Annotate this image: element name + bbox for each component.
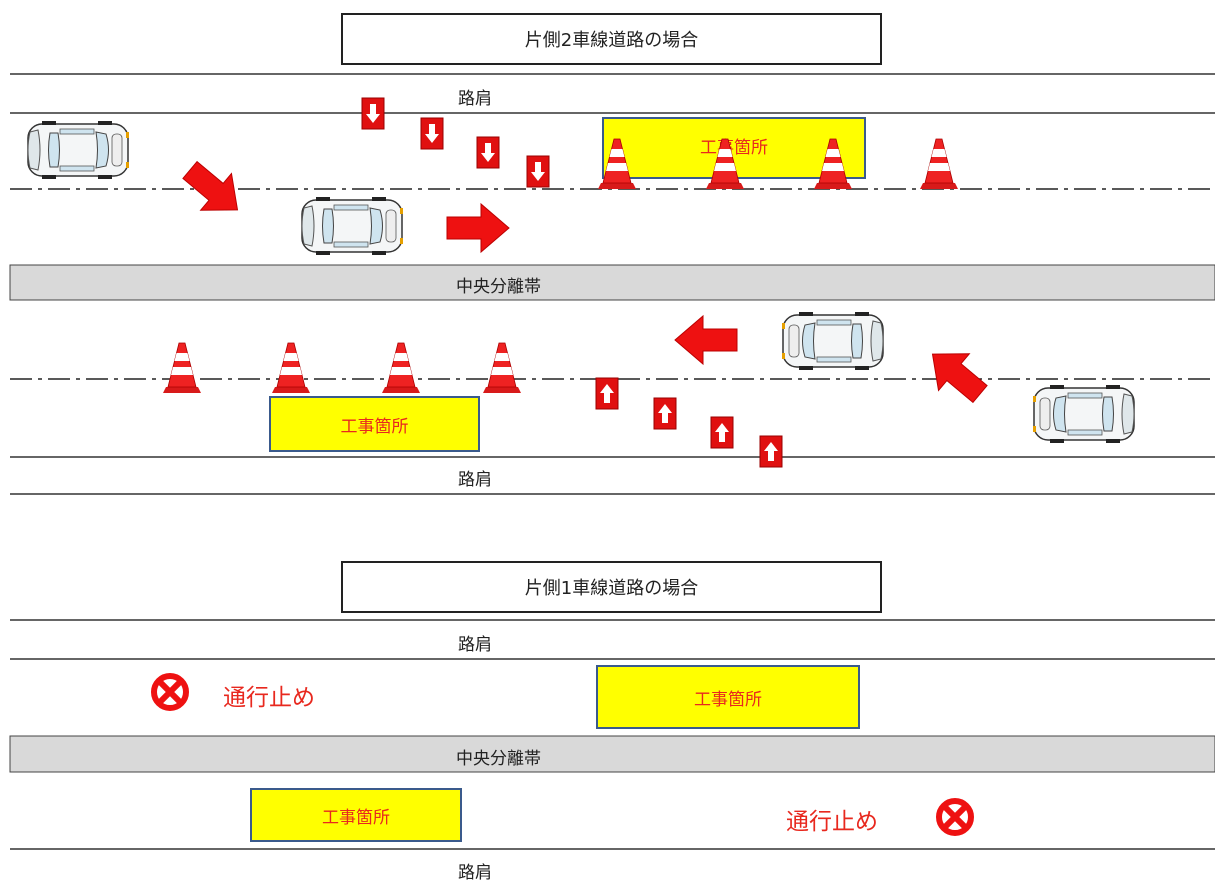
road-closed-label: 通行止め [786, 809, 878, 835]
road-closed-label: 通行止め [223, 685, 315, 711]
work-zone-lower: 工事箇所 [269, 396, 480, 452]
no-entry-icon [939, 801, 971, 833]
shoulder-label-bottom: 路肩 [458, 470, 492, 490]
shoulder-label-top: 路肩 [458, 89, 492, 109]
title-two-lane-text: 片側2車線道路の場合 [524, 30, 699, 51]
work-zone-lower: 工事箇所 [250, 788, 462, 842]
no-entry-icon [154, 676, 186, 708]
work-zone-label: 工事箇所 [694, 689, 762, 710]
median-strip-bottom [9, 735, 1215, 773]
shoulder-label-bottom: 路肩 [458, 863, 492, 883]
title-two-lane: 片側2車線道路の場合 [341, 13, 882, 65]
median-strip-top [9, 264, 1215, 301]
title-one-lane: 片側1車線道路の場合 [341, 561, 882, 613]
work-zone-label: 工事箇所 [340, 416, 409, 437]
work-zone-label: 工事箇所 [322, 807, 390, 828]
shoulder-label-top: 路肩 [458, 635, 492, 655]
work-zone-upper: 工事箇所 [596, 665, 860, 729]
title-one-lane-text: 片側1車線道路の場合 [524, 578, 699, 599]
median-label: 中央分離帯 [456, 277, 541, 297]
work-zone-label: 工事箇所 [700, 138, 768, 158]
median-label: 中央分離帯 [456, 749, 541, 769]
